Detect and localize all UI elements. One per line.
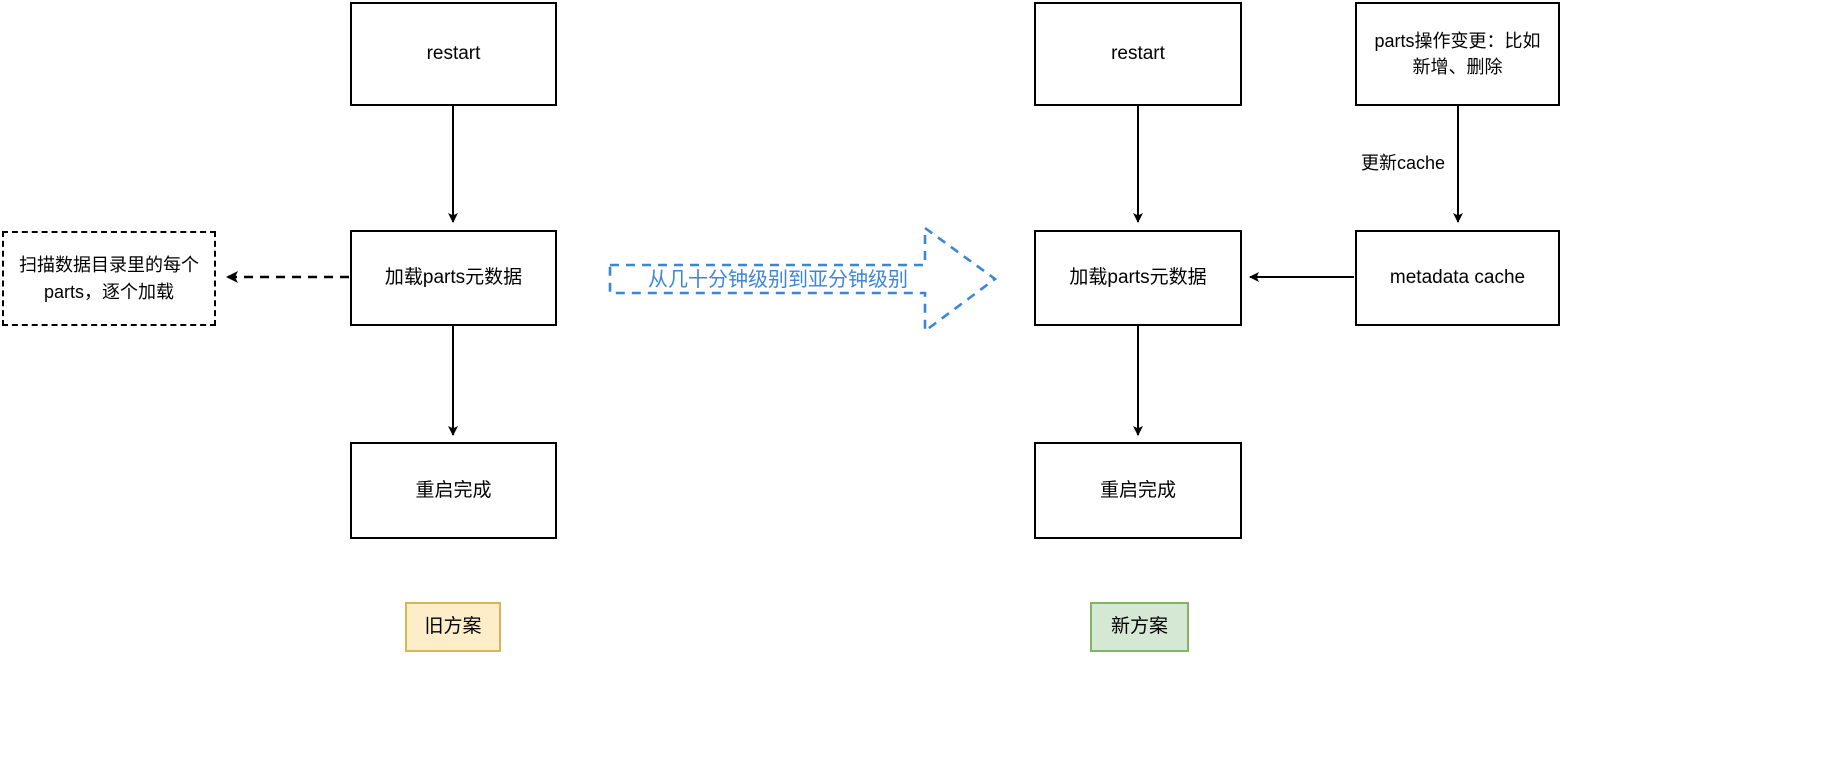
big-arrow-label: 从几十分钟级别到亚分钟级别 bbox=[648, 269, 908, 291]
node-right-restart[interactable]: restart bbox=[1034, 2, 1242, 106]
node-right-load-parts-metadata[interactable]: 加载parts元数据 bbox=[1034, 230, 1242, 326]
node-right-restart-done[interactable]: 重启完成 bbox=[1034, 442, 1242, 539]
node-left-scan-data-dir[interactable]: 扫描数据目录里的每个parts，逐个加载 bbox=[2, 231, 216, 326]
node-left-restart-done[interactable]: 重启完成 bbox=[350, 442, 557, 539]
legend-old-scheme[interactable]: 旧方案 bbox=[405, 602, 501, 652]
node-right-metadata-cache[interactable]: metadata cache bbox=[1355, 230, 1560, 326]
node-left-restart[interactable]: restart bbox=[350, 2, 557, 106]
edge-label-update-cache: 更新cache bbox=[1358, 153, 1449, 175]
node-right-parts-change[interactable]: parts操作变更：比如 新增、删除 bbox=[1355, 2, 1560, 106]
legend-new-scheme[interactable]: 新方案 bbox=[1090, 602, 1189, 652]
node-left-load-parts-metadata[interactable]: 加载parts元数据 bbox=[350, 230, 557, 326]
